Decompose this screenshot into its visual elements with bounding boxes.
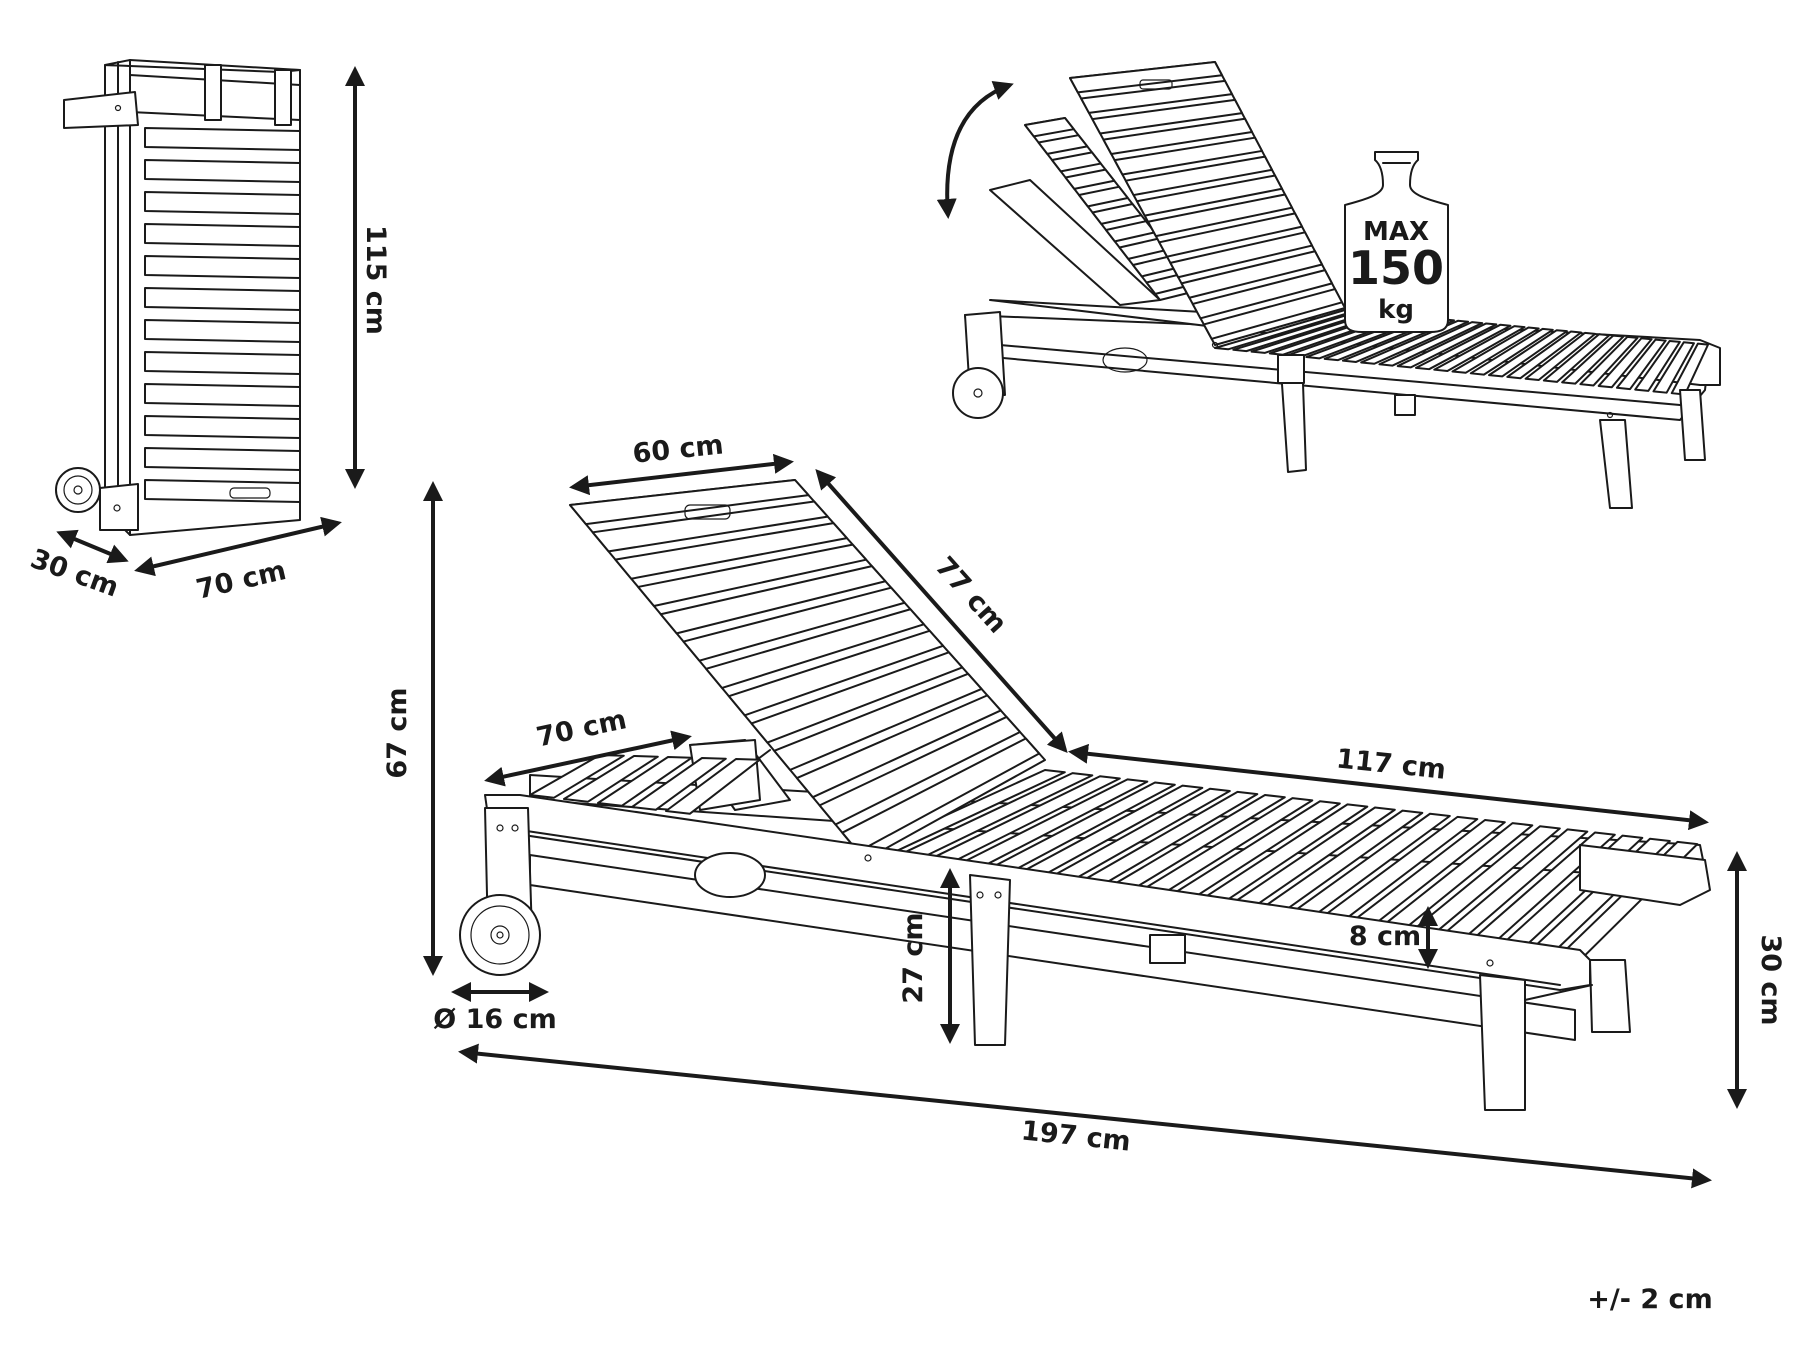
slat bbox=[1080, 79, 1233, 114]
frame-width-dimension bbox=[484, 730, 692, 787]
backrest-width-dimension bbox=[569, 453, 794, 496]
slat bbox=[1615, 338, 1667, 391]
slat bbox=[144, 191, 301, 215]
slat bbox=[1180, 250, 1323, 299]
folded-lounger-drawing bbox=[55, 59, 301, 536]
total-height-label: 30 cm bbox=[1755, 934, 1786, 1025]
slat bbox=[1147, 193, 1293, 238]
slat bbox=[1024, 117, 1075, 138]
frame-thickness-label: 8 cm bbox=[1349, 921, 1421, 952]
slat bbox=[1202, 288, 1343, 340]
slat bbox=[1091, 203, 1143, 225]
slat bbox=[1078, 185, 1129, 208]
slat bbox=[144, 319, 301, 343]
slat bbox=[1561, 334, 1625, 385]
slat bbox=[144, 223, 301, 247]
slat bbox=[1113, 136, 1263, 176]
slat bbox=[144, 159, 301, 183]
slat bbox=[1360, 319, 1470, 365]
slat bbox=[1542, 333, 1611, 383]
slat bbox=[1378, 321, 1484, 367]
total-length-label: 197 cm bbox=[1020, 1115, 1133, 1157]
slat bbox=[1506, 330, 1583, 380]
folded-width-dimension bbox=[134, 516, 342, 577]
weight-max-label: MAX bbox=[1363, 217, 1429, 247]
seat-height-label: 27 cm bbox=[898, 912, 929, 1003]
slat bbox=[1069, 61, 1223, 94]
slat bbox=[1488, 329, 1568, 378]
slat bbox=[144, 479, 301, 503]
folded-depth-dimension bbox=[56, 529, 129, 564]
slat bbox=[1064, 168, 1116, 190]
slat bbox=[144, 415, 301, 439]
backrest-length-dimension bbox=[815, 469, 1068, 753]
slat bbox=[1124, 155, 1273, 197]
slat bbox=[1451, 326, 1540, 374]
slat bbox=[1469, 327, 1554, 376]
slat bbox=[1169, 231, 1313, 279]
slat bbox=[1433, 325, 1526, 372]
slat bbox=[144, 287, 301, 311]
folded-height-label: 115 cm bbox=[360, 225, 391, 335]
backrest-width-label: 60 cm bbox=[631, 429, 725, 469]
main-lounger-drawing bbox=[459, 479, 1711, 1111]
slat bbox=[1091, 98, 1243, 135]
slat bbox=[1652, 341, 1695, 394]
wheel-diameter-label: Ø 16 cm bbox=[433, 1004, 556, 1035]
slat bbox=[1597, 337, 1653, 389]
slat bbox=[1634, 339, 1681, 392]
weight-value-label: 150 bbox=[1348, 241, 1444, 295]
slat bbox=[144, 447, 301, 471]
slat bbox=[1135, 174, 1283, 217]
slat bbox=[144, 127, 301, 151]
slat bbox=[1037, 134, 1089, 155]
folded-width-label: 70 cm bbox=[193, 555, 289, 606]
weight-bottle-icon bbox=[1344, 151, 1449, 333]
back-height-label: 67 cm bbox=[382, 687, 413, 778]
seat-length-label: 117 cm bbox=[1335, 743, 1448, 785]
seat-length-dimension bbox=[1068, 743, 1709, 831]
slat bbox=[1158, 212, 1303, 258]
slat bbox=[1191, 269, 1333, 320]
slat bbox=[144, 383, 301, 407]
slat bbox=[1396, 322, 1498, 369]
slat bbox=[1579, 335, 1639, 387]
slat bbox=[1051, 151, 1102, 173]
frame-width-label: 70 cm bbox=[534, 704, 630, 753]
slat bbox=[1102, 117, 1253, 155]
slat bbox=[144, 255, 301, 279]
slat bbox=[1524, 331, 1597, 382]
reclined-lounger-drawing bbox=[952, 61, 1721, 509]
backrest-length-label: 77 cm bbox=[929, 551, 1013, 639]
slat bbox=[1414, 323, 1512, 371]
curved-double-arrow-icon bbox=[936, 80, 1014, 219]
slat bbox=[144, 351, 301, 375]
weight-unit-label: kg bbox=[1378, 295, 1414, 325]
total-length-dimension bbox=[458, 1043, 1712, 1189]
tolerance-label: +/- 2 cm bbox=[1587, 1284, 1712, 1315]
slat bbox=[665, 758, 761, 815]
